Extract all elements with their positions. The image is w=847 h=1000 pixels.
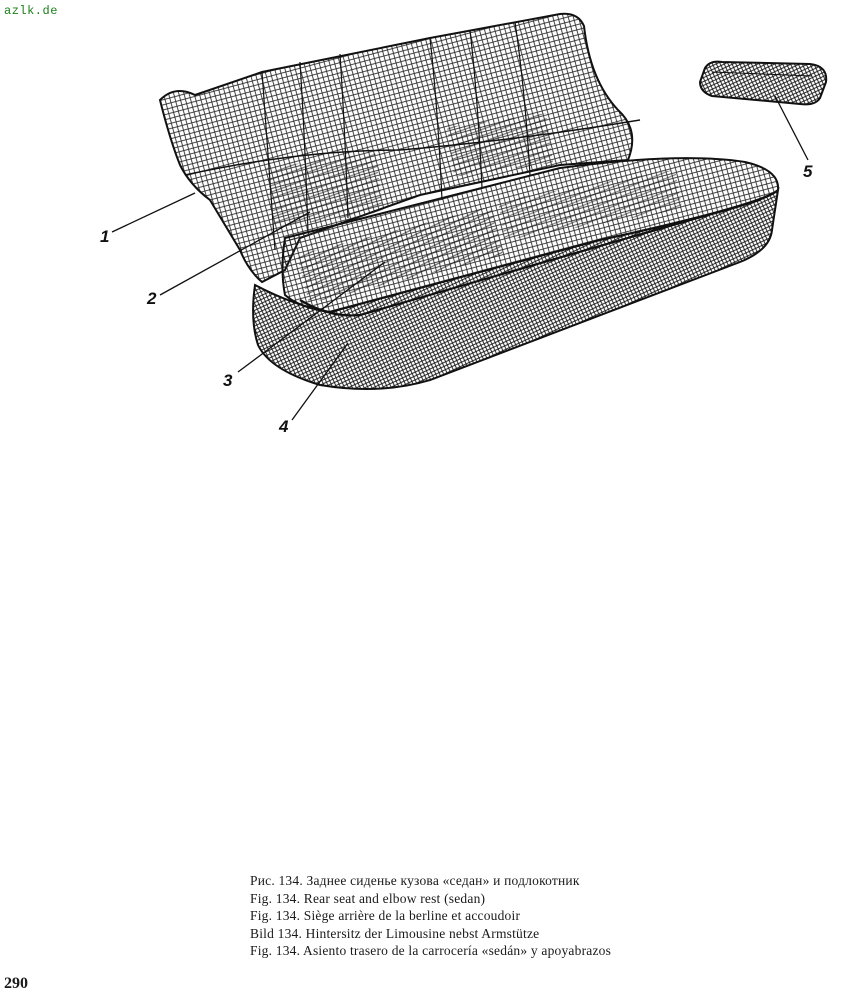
watermark: azlk.de (4, 4, 58, 18)
callout-1: 1 (100, 227, 109, 246)
seat-back (158, 12, 641, 284)
elbow-rest (698, 60, 828, 106)
caption-german: Bild 134. Hintersitz der Limousine nebst… (250, 925, 540, 941)
callout-2: 2 (146, 289, 157, 308)
leader-lines (111, 95, 809, 421)
caption-english: Fig. 134. Rear seat and elbow rest (seda… (250, 890, 486, 906)
page-number: 290 (4, 975, 28, 992)
seat-cushion (281, 157, 780, 317)
rear-seat-illustration: 1 2 3 4 5 (100, 12, 828, 436)
caption-spanish: Fig. 134. Asiento trasero de la carrocer… (250, 943, 612, 958)
figure-captions: Рис. 134. Заднее сиденье кузова «седан» … (250, 872, 810, 960)
caption-french: Fig. 134. Siège arrière de la berline et… (250, 908, 521, 923)
cushion-frame (252, 186, 780, 390)
callout-5: 5 (803, 162, 813, 181)
caption-russian: Рис. 134. Заднее сиденье кузова «седан» … (250, 873, 580, 888)
callout-4: 4 (278, 417, 289, 436)
callout-3: 3 (223, 371, 233, 390)
